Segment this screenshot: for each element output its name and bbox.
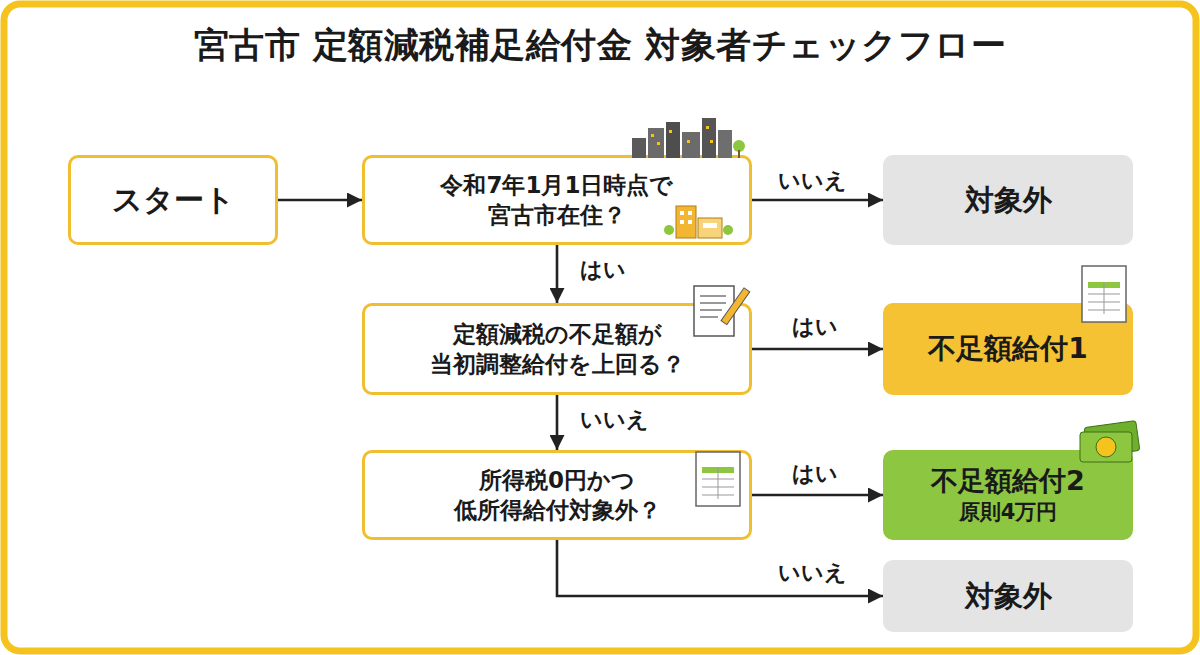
document-pen-icon xyxy=(700,295,726,297)
tax-sheet-icon xyxy=(696,452,740,506)
flow-arrow xyxy=(556,245,559,303)
city-skyline-icon xyxy=(710,140,713,143)
flow-arrow xyxy=(556,395,559,450)
money-icon xyxy=(1080,432,1132,462)
document-pen-icon xyxy=(700,316,718,318)
city-skyline-icon xyxy=(666,122,680,158)
town-buildings-icon xyxy=(664,225,674,235)
city-skyline-icon xyxy=(632,138,646,158)
tax-sheet-icon xyxy=(718,467,719,499)
edge-label: はい xyxy=(580,255,626,285)
money-icon xyxy=(1080,421,1140,462)
town-buildings-icon xyxy=(703,223,717,228)
city-skyline-icon xyxy=(706,126,709,129)
town-buildings-icon xyxy=(680,220,684,224)
result-box: 不足額給付2原則4万円 xyxy=(883,450,1133,540)
result-box: 対象外 xyxy=(883,155,1133,245)
node-subtext: 原則4万円 xyxy=(959,499,1058,527)
edge-label: はい xyxy=(792,459,838,489)
money-icon xyxy=(1096,437,1116,457)
city-skyline-icon xyxy=(657,142,660,145)
town-buildings-icon xyxy=(688,211,692,215)
city-skyline-icon xyxy=(687,140,690,143)
tax-sheet-icon xyxy=(1082,266,1126,322)
city-skyline-icon xyxy=(669,130,672,133)
city-skyline-icon xyxy=(702,118,716,158)
start-box: スタート xyxy=(68,155,278,245)
city-skyline-icon xyxy=(738,150,740,158)
city-skyline-icon xyxy=(648,128,664,158)
page-title: 宮古市 定額減税補足給付金 対象者チェックフロー xyxy=(0,22,1200,69)
node-text: 不足額給付1 xyxy=(928,331,1087,368)
town-buildings-icon xyxy=(676,206,696,238)
edge-label: いいえ xyxy=(778,558,847,588)
tax-sheet-icon xyxy=(1104,282,1105,314)
town-buildings-icon xyxy=(688,220,692,224)
flow-arrow xyxy=(752,199,883,202)
city-skyline-icon xyxy=(682,132,700,158)
city-skyline-icon xyxy=(651,134,654,137)
tax-sheet-icon xyxy=(696,452,740,506)
tax-sheet-icon xyxy=(1082,266,1126,322)
edge-label: いいえ xyxy=(580,405,649,435)
city-skyline-icon xyxy=(718,130,732,158)
flow-arrow xyxy=(278,199,362,202)
outer-border xyxy=(4,4,1196,651)
result-box: 対象外 xyxy=(883,560,1133,632)
document-pen-icon xyxy=(700,309,722,311)
town-buildings-icon xyxy=(698,218,722,238)
node-text: 不足額給付2 xyxy=(931,463,1085,499)
flow-arrow xyxy=(752,348,883,351)
town-buildings-icon xyxy=(723,225,733,235)
edge-label: いいえ xyxy=(778,166,847,196)
edge-label: はい xyxy=(792,312,838,342)
node-text: 定額減税の不足額が 当初調整給付を上回る？ xyxy=(385,319,729,380)
flow-arrow xyxy=(557,540,883,596)
node-text: スタート xyxy=(112,180,235,220)
document-pen-icon xyxy=(700,302,726,304)
node-text: 所得税0円かつ 低所得給付対象外？ xyxy=(385,465,729,526)
node-text: 対象外 xyxy=(965,181,1052,219)
flow-arrow xyxy=(752,494,883,497)
node-text: 対象外 xyxy=(965,577,1052,615)
town-buildings-icon xyxy=(680,211,684,215)
city-skyline-icon xyxy=(632,118,745,158)
decision-box: 所得税0円かつ 低所得給付対象外？ xyxy=(362,450,752,540)
